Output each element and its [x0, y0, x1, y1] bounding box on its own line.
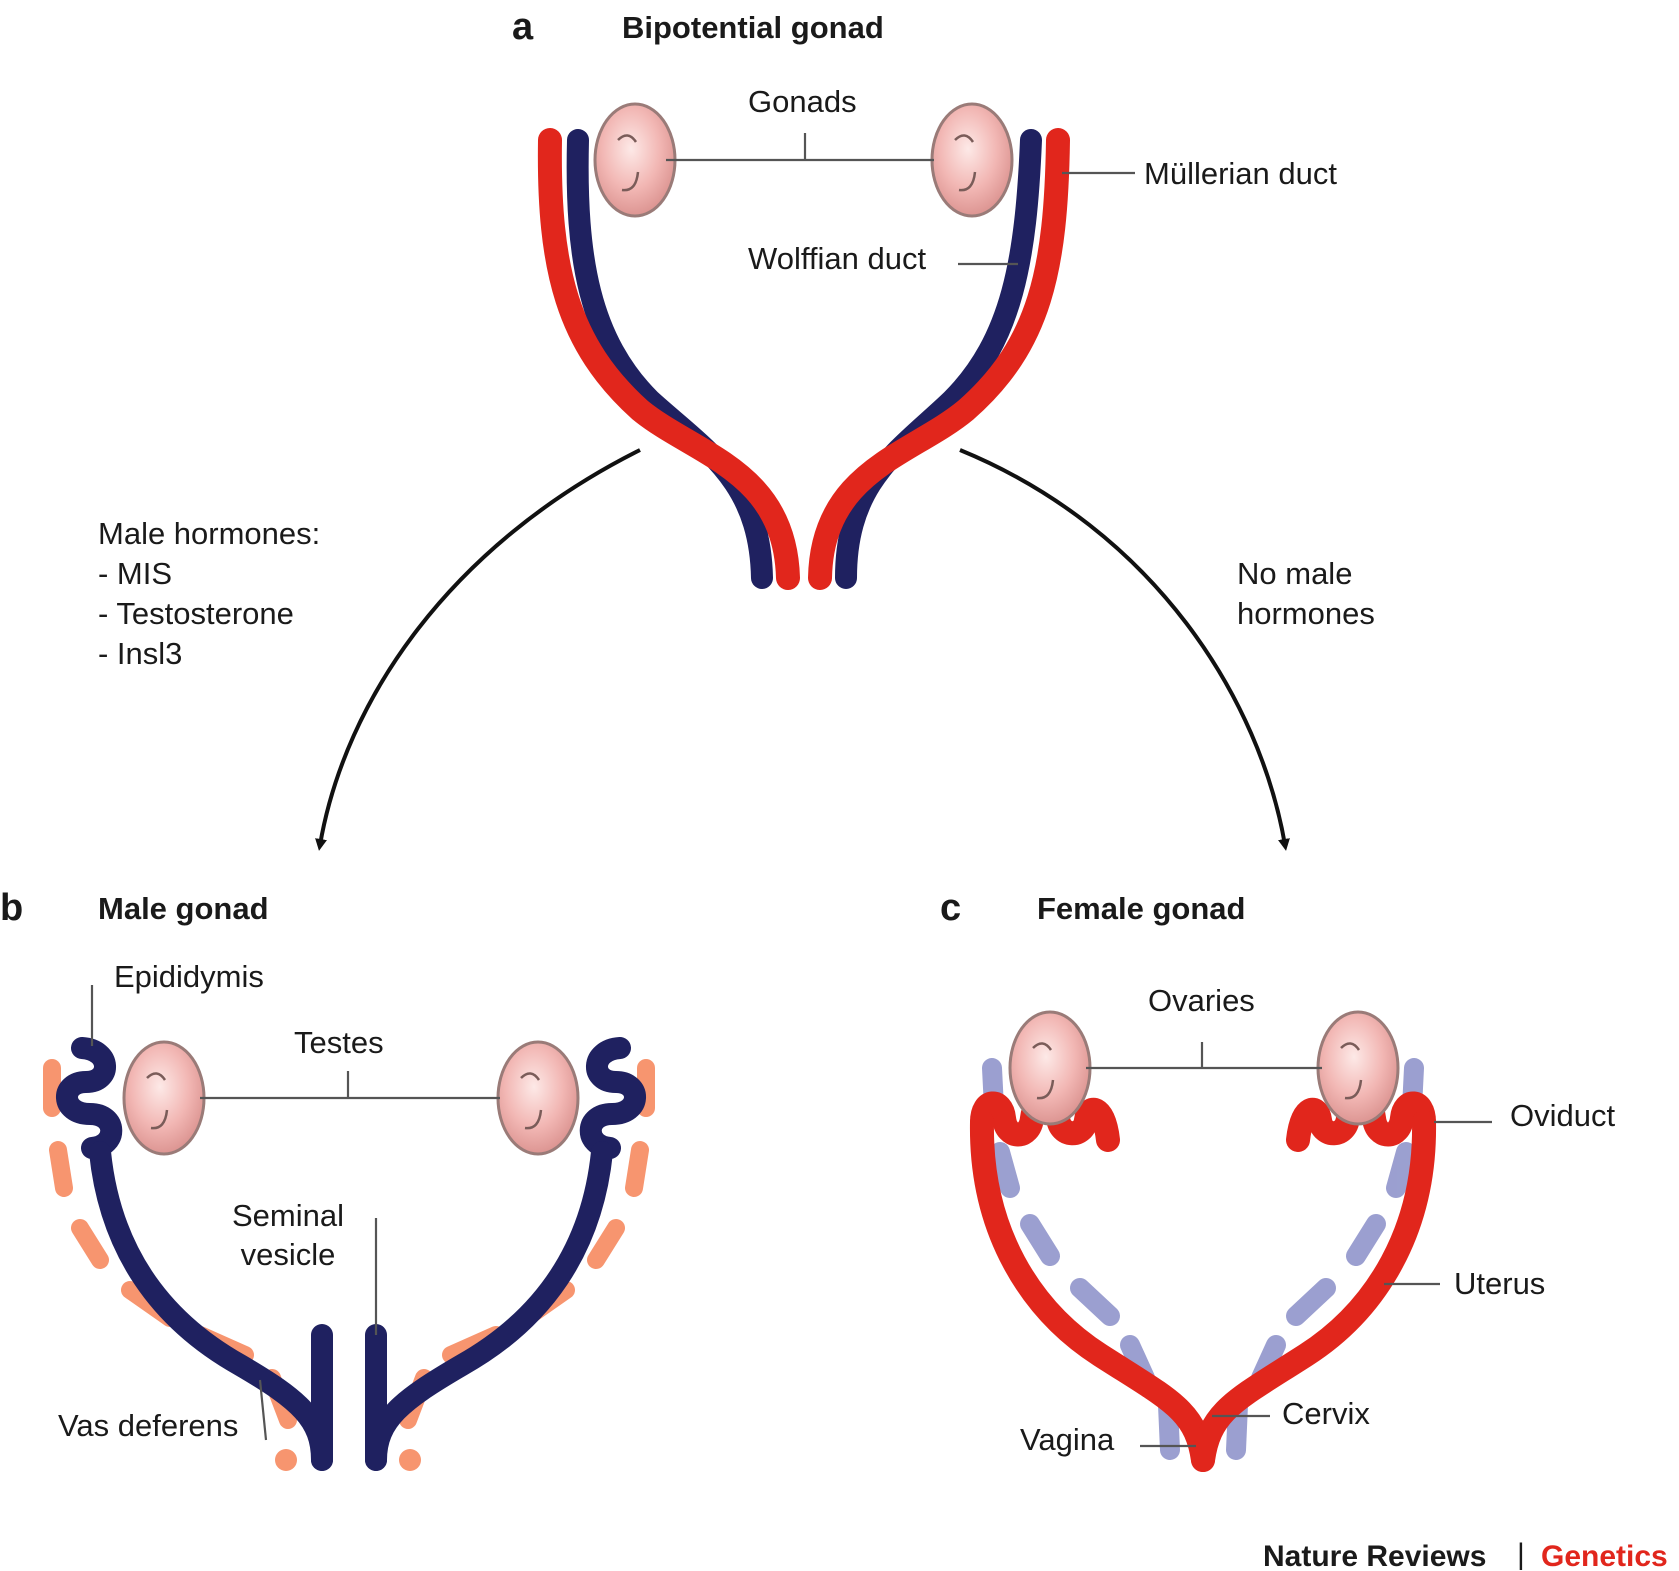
wolffian-duct-left: [566, 129, 773, 589]
panel-c-letter: c: [940, 887, 961, 929]
ovary-left: [1008, 1010, 1092, 1126]
ovaries-leader: [1086, 1042, 1322, 1070]
mullerian-duct-right: [808, 128, 1070, 590]
panel-b-title: Male gonad: [98, 891, 269, 926]
vagina-label: Vagina: [1020, 1422, 1115, 1457]
no-male-hormones-line1: No male: [1237, 556, 1352, 591]
panel-a-letter: a: [512, 6, 534, 48]
journal-name: Nature Reviews: [1263, 1540, 1486, 1571]
epididymis-label: Epididymis: [114, 959, 264, 994]
cervix-label: Cervix: [1282, 1396, 1370, 1431]
arrow-to-male: [315, 448, 641, 851]
testes-leader: [200, 1071, 500, 1100]
gonads-leader: [666, 133, 934, 162]
male-ducts: [56, 1037, 646, 1471]
footer-separator: |: [1517, 1538, 1525, 1571]
seminal-vesicle-label-line1: Seminal: [232, 1198, 344, 1233]
panel-b: b Male gonad: [0, 887, 655, 1471]
male-accessory-dot-left: [275, 1449, 297, 1471]
journal-footer: Nature Reviews | Genetics: [1263, 1538, 1668, 1571]
male-hormone-insl3: - Insl3: [98, 636, 182, 671]
journal-section: Genetics: [1541, 1540, 1668, 1571]
testis-right: [496, 1040, 580, 1156]
ovaries-label: Ovaries: [1148, 983, 1255, 1018]
epididymis-left: [56, 1037, 123, 1159]
ovary-right: [1316, 1010, 1400, 1126]
vas-deferens-label: Vas deferens: [58, 1408, 238, 1443]
vas-deferens-right: [365, 1141, 613, 1471]
no-male-hormones-line2: hormones: [1237, 596, 1375, 631]
male-hormone-mis: - MIS: [98, 556, 172, 591]
panel-a-title: Bipotential gonad: [622, 10, 884, 45]
gonad-right: [930, 102, 1014, 218]
uterus-left: [969, 1110, 1215, 1472]
gonads-label: Gonads: [748, 84, 857, 119]
uterus-right: [1191, 1110, 1437, 1472]
mullerian-duct-left: [537, 128, 800, 590]
epididymis-right: [579, 1037, 646, 1159]
seminal-vesicle-label-line2: vesicle: [241, 1237, 336, 1272]
testes-label: Testes: [294, 1025, 384, 1060]
panel-c: c Female gonad: [940, 887, 1615, 1472]
panel-c-title: Female gonad: [1037, 891, 1245, 926]
panel-b-letter: b: [0, 887, 23, 929]
arrow-to-female: [959, 448, 1290, 851]
male-hormones-heading: Male hormones:: [98, 516, 320, 551]
oviduct-label: Oviduct: [1510, 1098, 1615, 1133]
testis-left: [122, 1040, 206, 1156]
transitions: Male hormones: - MIS - Testosterone - In…: [98, 448, 1375, 851]
panel-a: a Bipotential gonad Gonads Müllerian duc…: [512, 6, 1337, 590]
vas-deferens-leader: [258, 1379, 268, 1441]
male-accessory-dot-right: [399, 1449, 421, 1471]
wolffian-duct-label: Wolffian duct: [748, 241, 926, 276]
wolffian-duct-right: [835, 129, 1042, 589]
gonad-left: [593, 102, 677, 218]
mullerian-duct-label: Müllerian duct: [1144, 156, 1337, 191]
male-hormone-testosterone: - Testosterone: [98, 596, 294, 631]
uterus-label: Uterus: [1454, 1266, 1545, 1301]
